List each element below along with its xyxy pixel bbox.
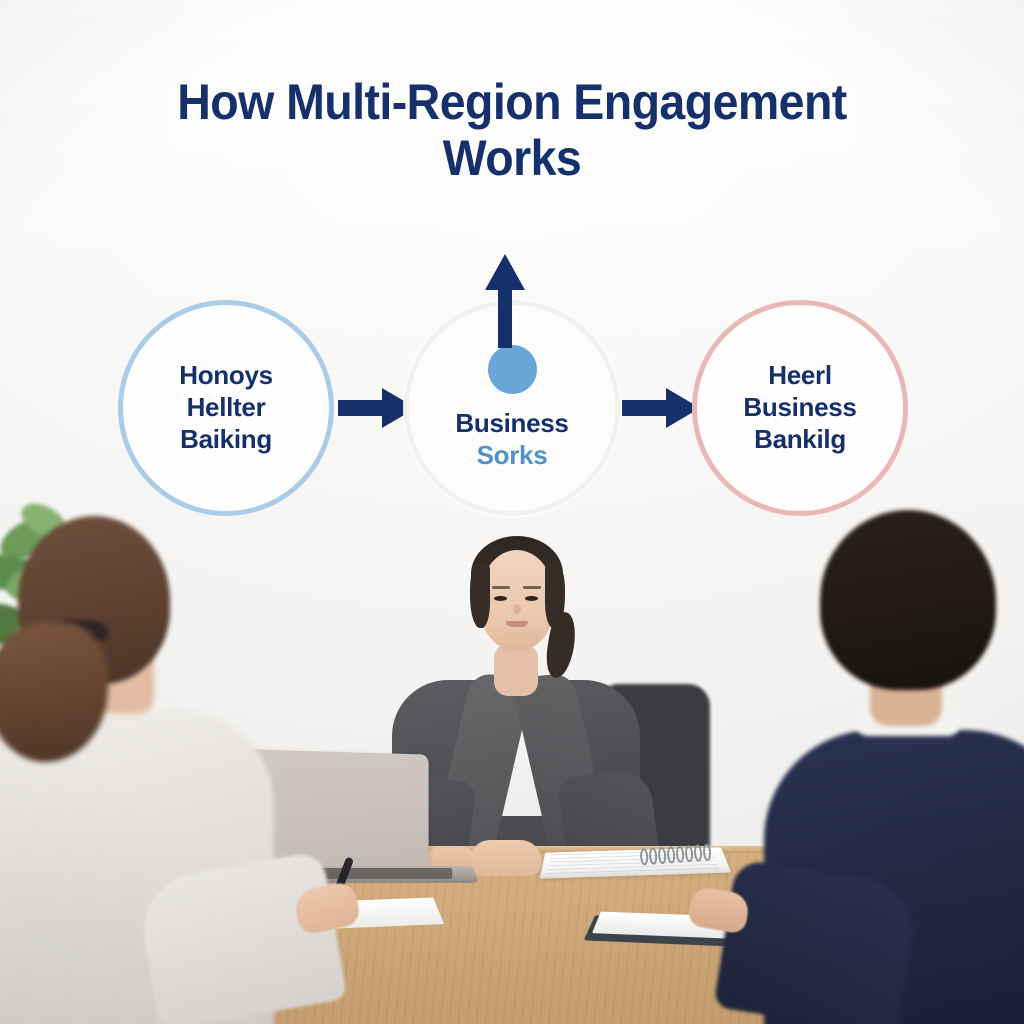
center-woman-mouth (506, 621, 528, 627)
flow-node-left-line-3: Baiking (180, 423, 272, 454)
flow-node-left-line-1: Honoys (179, 360, 273, 391)
left-woman-ponytail (0, 622, 108, 762)
flow-node-right-line-2: Business (743, 392, 857, 423)
flow-node-left[interactable]: Honoys Hellter Baiking (118, 300, 334, 516)
page-title-line-2: Works (442, 130, 582, 186)
center-woman-nose (513, 604, 521, 614)
arrow-left-to-middle-icon (338, 386, 416, 430)
flow-node-middle-line-1: Business (455, 407, 569, 438)
status-dot-icon (487, 344, 537, 394)
right-man-head (820, 510, 996, 690)
flow-node-left-line-2: Hellter (186, 392, 266, 423)
meeting-photo-scene (0, 494, 1024, 1024)
center-woman-hair-left (470, 564, 490, 628)
page-title: How Multi-Region Engagement Works (0, 74, 1024, 186)
flow-node-middle-accent-line: Sorks (476, 439, 548, 470)
arrow-middle-up-icon (482, 252, 528, 348)
center-woman-brow-right (523, 586, 541, 589)
center-woman-neck (494, 644, 538, 696)
center-woman-brow-left (492, 586, 510, 589)
center-woman-eye-left (494, 596, 507, 601)
flow-node-right-line-1: Heerl (768, 360, 832, 391)
page-title-line-1: How Multi-Region Engagement (177, 74, 847, 130)
flow-diagram: Honoys Hellter Baiking Business Sorks (0, 254, 1024, 530)
flow-node-right[interactable]: Heerl Business Bankilg (692, 300, 908, 516)
flow-node-right-line-3: Bankilg (754, 423, 846, 454)
center-woman-hand-right (470, 840, 542, 876)
center-woman-face (479, 550, 555, 650)
arrow-middle-to-right-icon (622, 386, 700, 430)
center-woman-eye-right (525, 596, 538, 601)
